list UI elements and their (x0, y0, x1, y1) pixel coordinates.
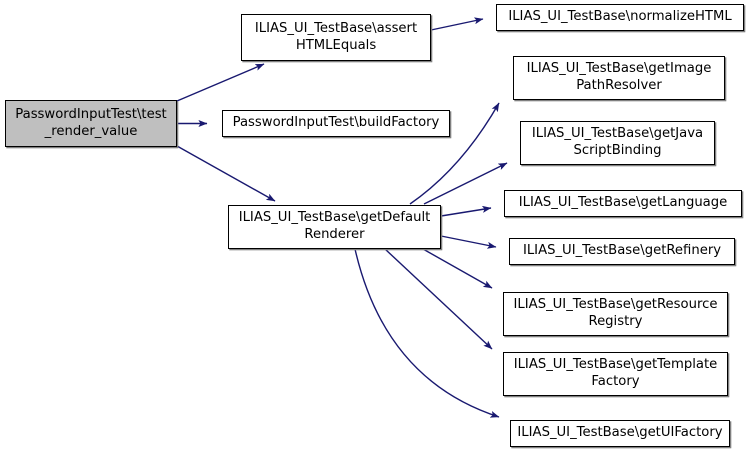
node-label: PasswordInputTest\buildFactory (232, 115, 440, 131)
node-label: ILIAS_UI_TestBase\getResource Registry (513, 297, 718, 329)
node-ilias-ui-testbase-get-template-factory[interactable]: ILIAS_UI_TestBase\getTemplate Factory (503, 352, 728, 396)
node-label: ILIAS_UI_TestBase\getJava ScriptBinding (531, 126, 704, 158)
edge-get-default-renderer-to-get-resource-registry (422, 248, 493, 289)
node-label: ILIAS_UI_TestBase\getDefault Renderer (238, 210, 431, 242)
node-label: ILIAS_UI_TestBase\assert HTMLEquals (254, 20, 418, 53)
node-label: ILIAS_UI_TestBase\getImage PathResolver (526, 61, 712, 93)
edge-get-default-renderer-to-get-image-path-resolver (409, 102, 500, 205)
edge-get-default-renderer-to-get-template-factory (384, 248, 493, 350)
edge-get-default-renderer-to-get-language (440, 205, 492, 217)
node-ilias-ui-testbase-get-ui-factory[interactable]: ILIAS_UI_TestBase\getUIFactory (510, 420, 730, 447)
node-ilias-ui-testbase-get-refinery[interactable]: ILIAS_UI_TestBase\getRefinery (509, 238, 735, 265)
node-ilias-ui-testbase-get-language[interactable]: ILIAS_UI_TestBase\getLanguage (504, 190, 742, 217)
node-label: ILIAS_UI_TestBase\normalizeHTML (508, 9, 732, 25)
node-label: ILIAS_UI_TestBase\getRefinery (522, 243, 722, 259)
node-label: ILIAS_UI_TestBase\getLanguage (518, 195, 728, 211)
edge-get-default-renderer-to-get-refinery (440, 235, 497, 249)
node-ilias-ui-testbase-get-resource-registry[interactable]: ILIAS_UI_TestBase\getResource Registry (503, 292, 728, 336)
edge-get-default-renderer-to-get-ui-factory (354, 248, 500, 418)
node-password-input-test-test-render-value[interactable]: PasswordInputTest\test _render_value (5, 100, 177, 147)
node-ilias-ui-testbase-get-java-script-binding[interactable]: ILIAS_UI_TestBase\getJava ScriptBinding (520, 121, 715, 165)
edge-assert-html-equals-to-normalize-html (430, 17, 484, 31)
node-password-input-test-build-factory[interactable]: PasswordInputTest\buildFactory (222, 110, 450, 137)
edge-root-to-get-default-renderer (176, 145, 276, 202)
node-ilias-ui-testbase-get-default-renderer[interactable]: ILIAS_UI_TestBase\getDefault Renderer (228, 205, 441, 249)
node-ilias-ui-testbase-assert-html-equals[interactable]: ILIAS_UI_TestBase\assert HTMLEquals (241, 14, 431, 61)
edge-get-default-renderer-to-get-java-script-binding (423, 162, 508, 205)
node-label: PasswordInputTest\test _render_value (15, 106, 167, 139)
node-ilias-ui-testbase-get-image-path-resolver[interactable]: ILIAS_UI_TestBase\getImage PathResolver (513, 56, 725, 100)
node-label: ILIAS_UI_TestBase\getTemplate Factory (513, 357, 718, 389)
node-label: ILIAS_UI_TestBase\getUIFactory (517, 425, 723, 441)
node-ilias-ui-testbase-normalize-html[interactable]: ILIAS_UI_TestBase\normalizeHTML (496, 4, 744, 31)
edge-root-to-assert-html-equals (176, 63, 265, 102)
